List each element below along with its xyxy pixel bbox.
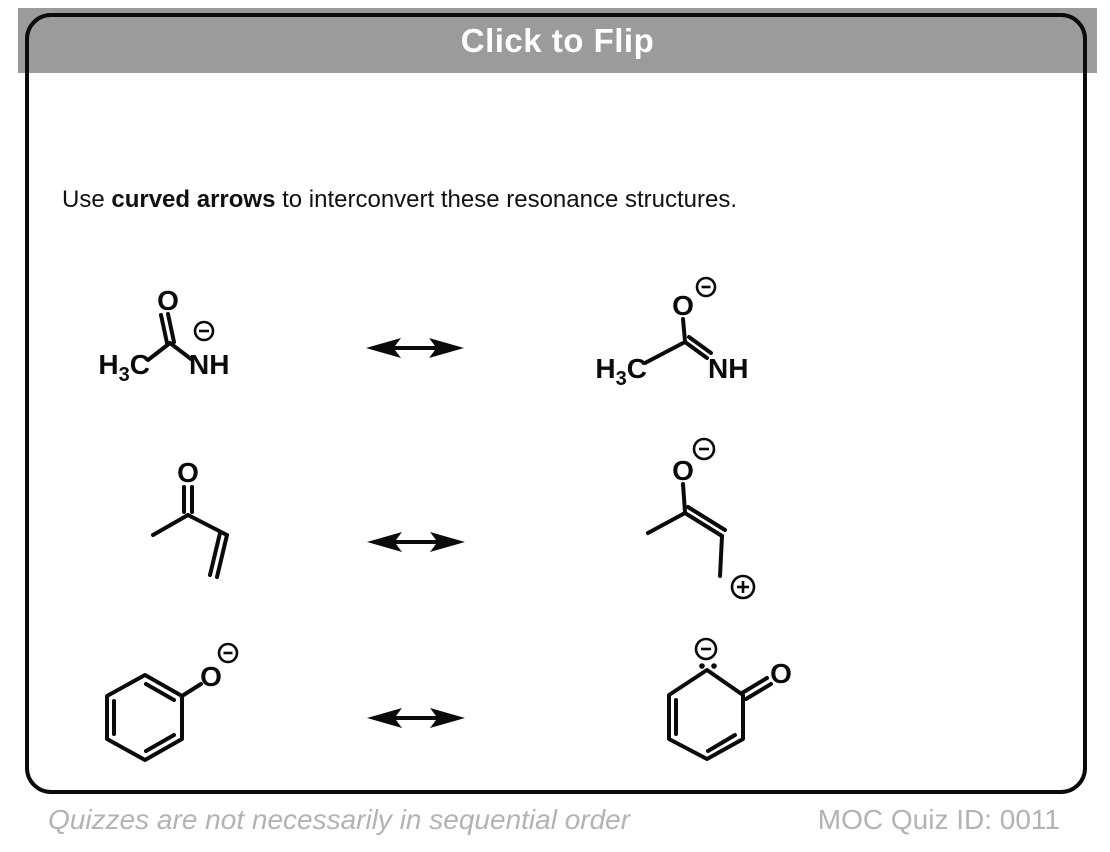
instruction-text: Use curved arrows to interconvert these … — [62, 186, 737, 214]
structure-methyl-vinyl-ketone: O — [151, 457, 229, 579]
oxygen-label: O — [157, 285, 179, 316]
plus-charge-icon — [730, 574, 756, 600]
methyl-label: H3C — [595, 353, 647, 390]
flip-header-title: Click to Flip — [460, 21, 655, 59]
oxygen-label: O — [770, 658, 792, 689]
footer-note: Quizzes are not necessarily in sequentia… — [48, 804, 631, 835]
minus-charge-icon — [692, 437, 716, 461]
quiz-id-label: MOC Quiz ID: 0011 — [817, 804, 1060, 835]
nh-label: NH — [189, 349, 229, 380]
minus-charge-icon — [694, 637, 718, 661]
minus-charge-icon — [193, 320, 215, 342]
oxygen-label: O — [672, 455, 694, 486]
lone-pair-dots-icon — [699, 663, 717, 669]
instruction-post: to interconvert these resonance structur… — [275, 186, 738, 213]
structure-cyclohexadienone-carbanion: O — [667, 637, 792, 761]
flashcard[interactable] — [25, 13, 1087, 794]
structure-acetamide-o-anion: O H3C NH — [595, 276, 748, 390]
structure-enolate-allyl-cation: O — [646, 437, 756, 600]
structure-phenoxide: O — [105, 642, 239, 762]
oxygen-label: O — [672, 290, 694, 321]
structure-acetamide-n-anion: O H3C NH — [98, 285, 229, 386]
oxygen-label: O — [200, 661, 222, 692]
oxygen-label: O — [177, 457, 199, 488]
resonance-arrow-icon — [367, 708, 465, 728]
flip-header-bar[interactable]: Click to Flip — [18, 8, 1097, 73]
resonance-arrow-icon — [366, 338, 464, 358]
nh-label: NH — [708, 353, 748, 384]
resonance-arrow-icon — [367, 532, 465, 552]
methyl-label: H3C — [98, 349, 150, 386]
minus-charge-icon — [695, 276, 717, 298]
instruction-pre: Use — [62, 186, 112, 213]
minus-charge-icon — [217, 642, 239, 664]
instruction-emphasis: curved arrows — [111, 186, 276, 213]
